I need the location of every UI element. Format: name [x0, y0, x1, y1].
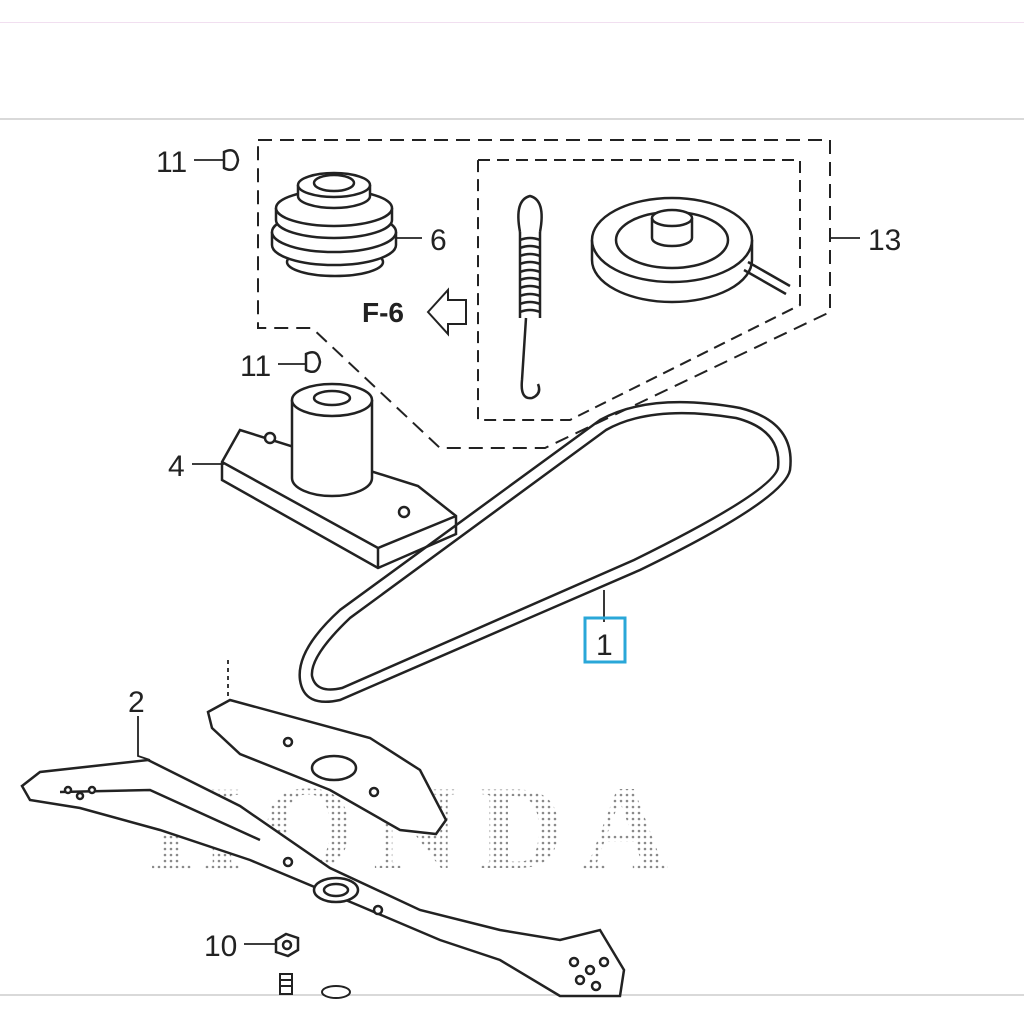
callout-leaders — [137, 159, 860, 945]
callout-6: 6 — [430, 224, 447, 257]
v-belt-part-1 — [298, 400, 792, 703]
assembly-13-outer-box — [257, 139, 831, 449]
mower-blade-part-2 — [20, 758, 626, 998]
callout-1[interactable]: 1 — [596, 629, 613, 662]
callout-4: 4 — [168, 450, 185, 483]
top-divider — [0, 22, 1024, 23]
reference-arrow — [426, 287, 467, 337]
pulley-part-6 — [270, 171, 398, 278]
blade-adapter-plate — [206, 698, 448, 836]
callout-13: 13 — [868, 224, 901, 257]
callout-10: 10 — [204, 930, 237, 963]
diagram-frame-bottom — [0, 994, 1024, 996]
bolt-stud — [279, 973, 351, 999]
tension-spring — [517, 194, 543, 400]
nut-part-10 — [274, 932, 300, 958]
idler-pulley — [590, 196, 791, 304]
woodruff-key-part-11-upper — [222, 149, 240, 171]
callout-2: 2 — [128, 686, 145, 719]
woodruff-key-part-11-lower — [304, 351, 322, 373]
reference-label: F-6 — [362, 297, 404, 328]
pulley-boss-part-4 — [220, 382, 458, 570]
diagram-frame-top — [0, 118, 1024, 120]
callout-11-upper: 11 — [156, 146, 187, 179]
callout-11-lower: 11 — [240, 350, 271, 383]
assembly-13-inner-box — [477, 159, 801, 421]
callout-1-highlight-box[interactable] — [583, 616, 627, 664]
